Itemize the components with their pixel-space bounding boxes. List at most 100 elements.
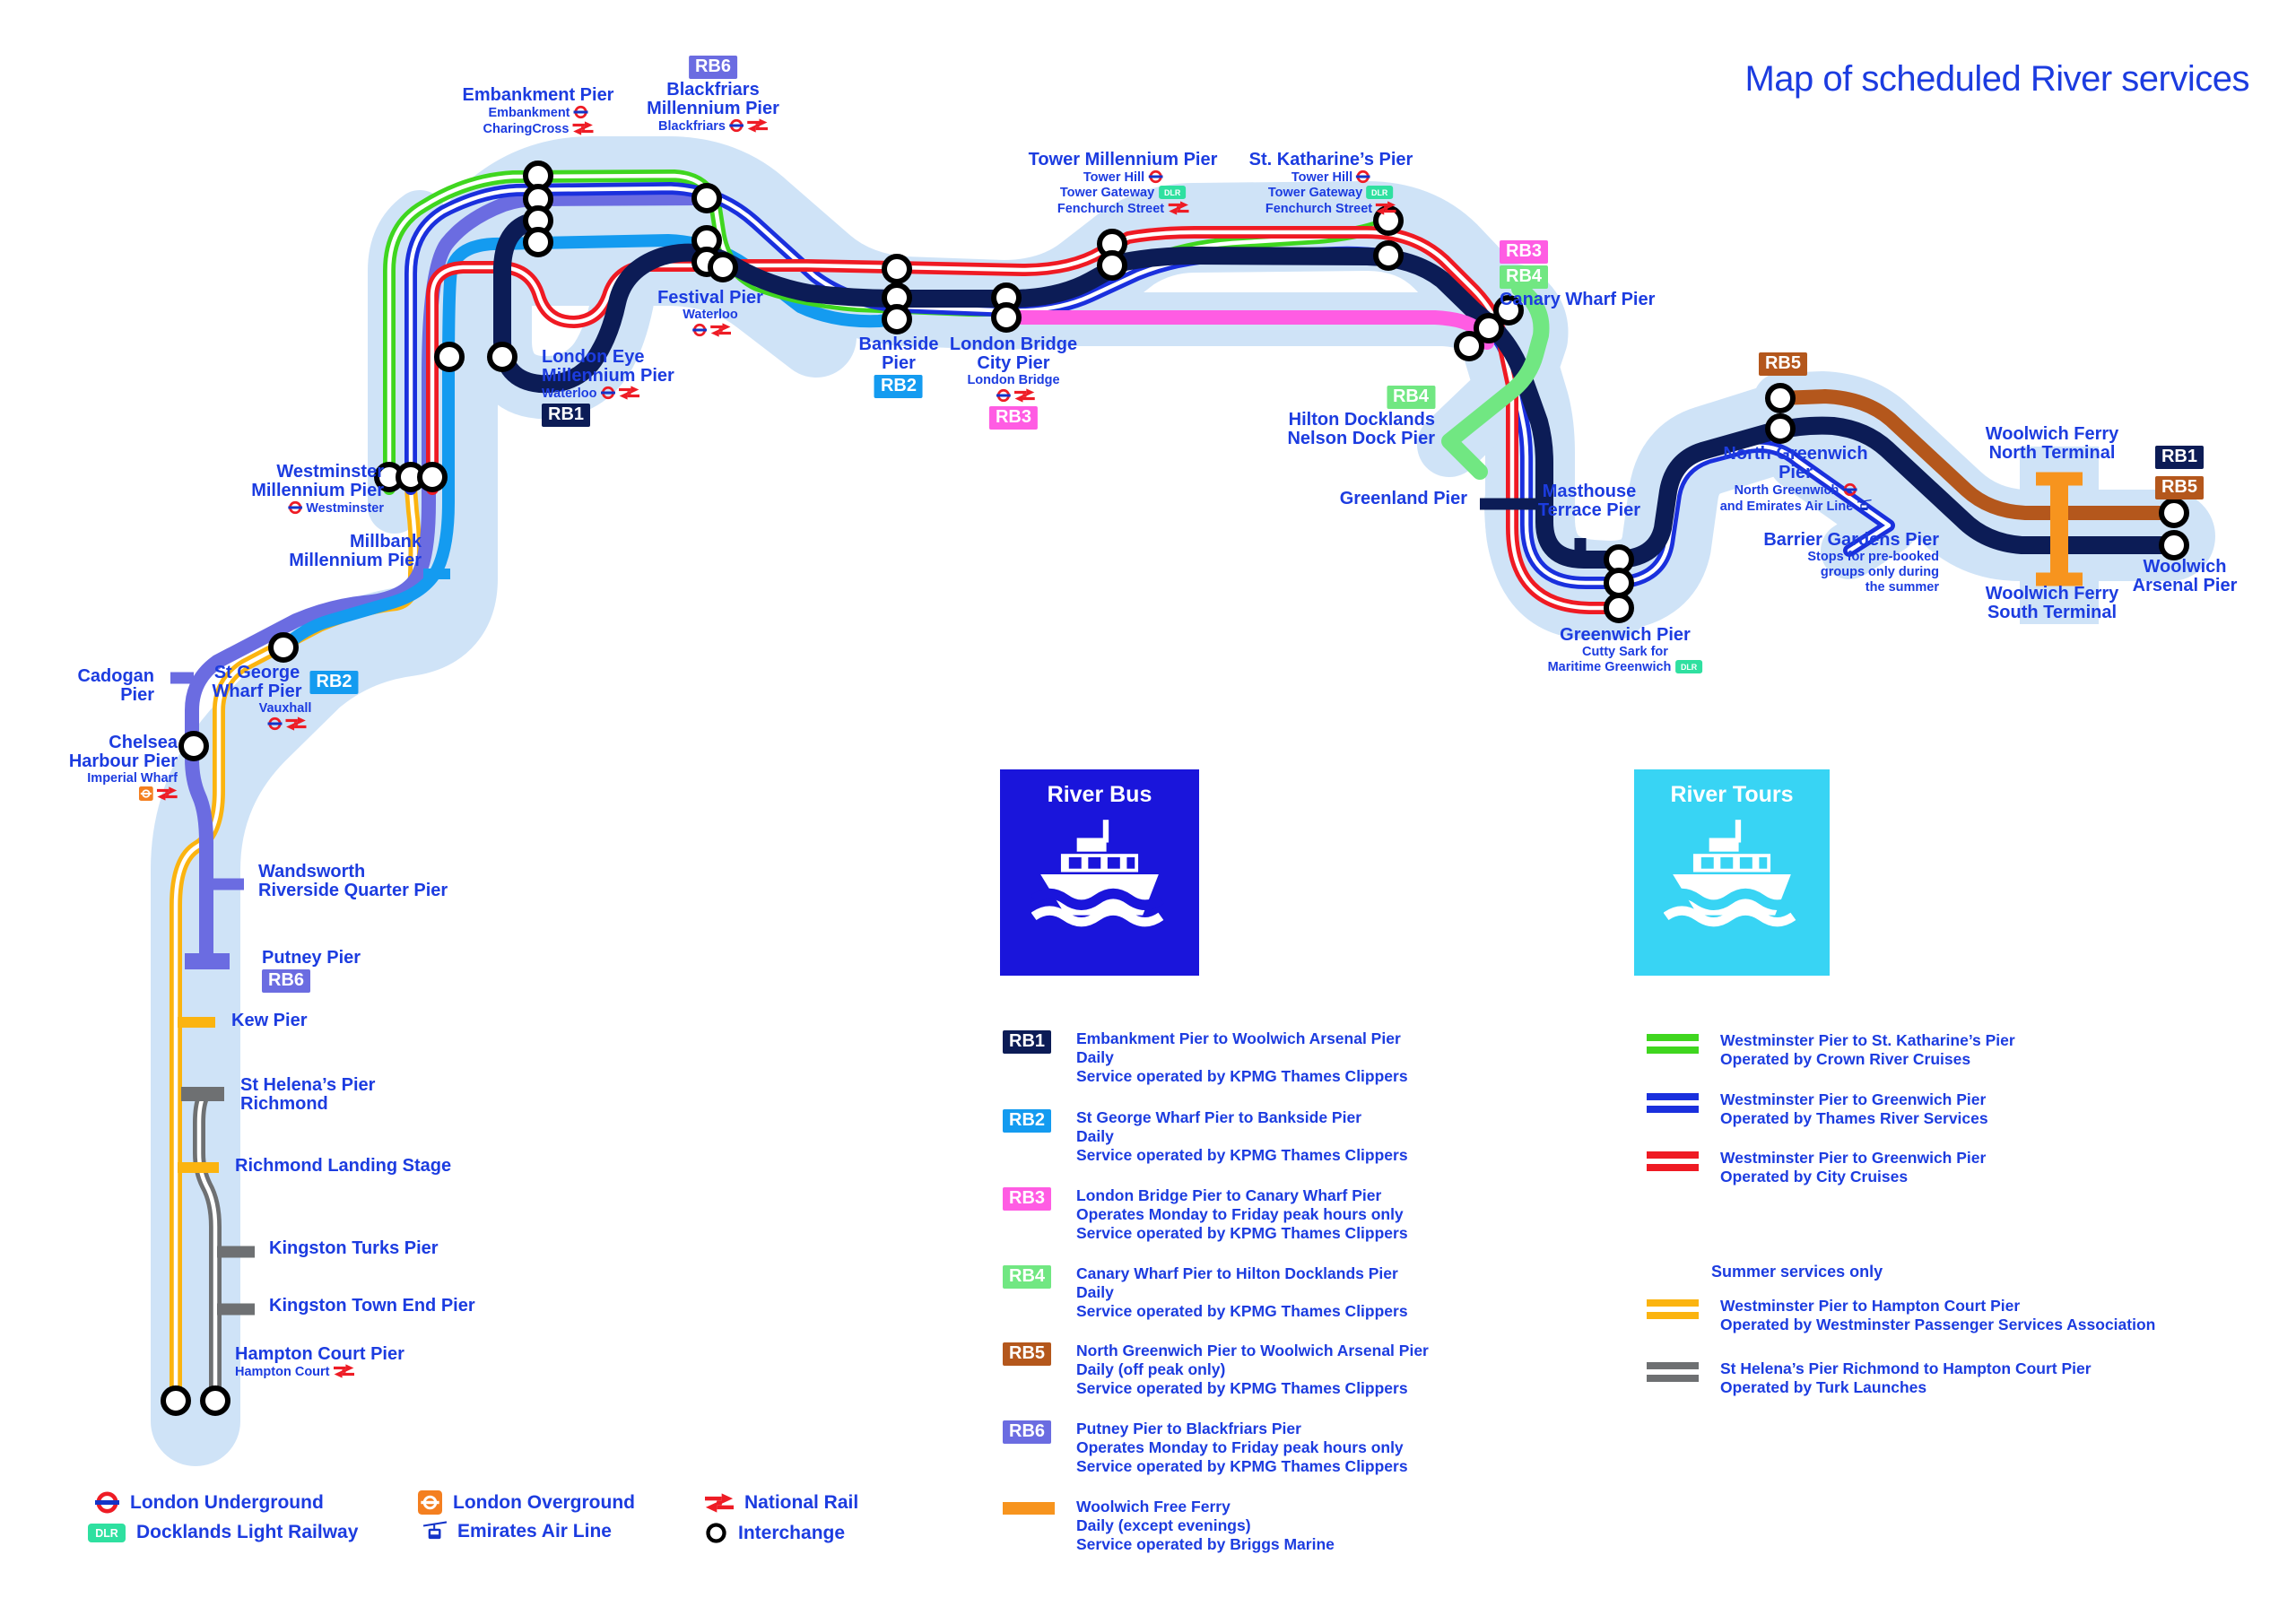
connection-text: Tower Gateway (1059, 186, 1155, 200)
legend-line: London Bridge Pier to Canary Wharf Pier (1076, 1186, 1382, 1204)
legend-label: Docklands Light Railway (136, 1522, 359, 1542)
pier-name: St. Katharine’s Pier (1249, 151, 1413, 169)
legend-line: Daily (1076, 1127, 1114, 1145)
lu-icon (601, 386, 615, 400)
connection-text: Fenchurch Street (1057, 202, 1165, 216)
legend-line: Operated by Crown River Cruises (1720, 1050, 1971, 1068)
nr-icon (711, 323, 732, 337)
overground-roundel-icon (418, 1490, 442, 1515)
pier-connection: Stops for pre-booked (1763, 550, 1939, 565)
pier-connection: Tower Hill (1249, 169, 1413, 186)
legend-line: Daily (1076, 1283, 1114, 1301)
pier-name-line: Harbour Pier (68, 751, 178, 771)
woolwich-free-ferry (2036, 472, 2083, 586)
pier-connection: CharingCross (463, 121, 614, 137)
lu-icon (574, 105, 588, 119)
page-title: Map of scheduled River services (1744, 59, 2249, 99)
legend-line: North Greenwich Pier to Woolwich Arsenal… (1076, 1342, 1429, 1359)
pier-name-line: Bankside (858, 334, 939, 354)
pier-connection: Cutty Sark for (1548, 645, 1703, 660)
ferry-line-swatch (1003, 1502, 1055, 1515)
route-rb4 (1441, 281, 1550, 480)
pier-name-line: North Terminal (1988, 443, 2116, 463)
pier-name-line: Pier (1779, 463, 1813, 482)
pier-name-line: Millennium Pier (647, 99, 779, 118)
river-tours-panel: River Tours (1634, 769, 1830, 976)
legend-swatch: RB3 (1003, 1186, 1055, 1243)
connection-text: Vauxhall (258, 701, 312, 716)
pier-name: Greenwich Pier (1548, 626, 1703, 645)
legend-line: Service operated by KPMG Thames Clippers (1076, 1067, 1408, 1085)
badge-rb2: RB2 (874, 375, 923, 398)
legend-line: Daily (off peak only) (1076, 1360, 1226, 1378)
legend-swatch (1647, 1297, 1699, 1334)
lu-icon (693, 323, 708, 337)
connection-text: Cutty Sark for (1582, 645, 1668, 659)
legend-label: Interchange (738, 1522, 846, 1543)
eal-icon (1857, 499, 1871, 513)
legend-text: Westminster Pier to St. Katharine’s Pier… (1720, 1031, 2015, 1069)
legend-line: Service operated by KPMG Thames Clippers (1076, 1302, 1408, 1320)
connection-text: Tower Gateway (1267, 186, 1363, 200)
pier-name-line: Woolwich Ferry (1985, 424, 2119, 444)
summer-services-note: Summer services only (1711, 1263, 1883, 1281)
route-rb5 (1773, 389, 2169, 520)
pier-connection: Tower Hill (1029, 169, 1218, 186)
badge-row: RB6 (262, 969, 361, 993)
tour-line-swatch (1647, 1151, 1699, 1171)
tour-line-swatch (1647, 1362, 1699, 1382)
route-rb1 (493, 212, 2170, 569)
badge-rb3: RB3 (1003, 1187, 1052, 1211)
pier-label-kingston-town-end: Kingston Town End Pier (269, 1297, 475, 1316)
pier-name-line: Masthouse (1542, 482, 1637, 501)
river-tours-legend-item: Westminster Pier to St. Katharine’s Pier… (1647, 1031, 2015, 1069)
nr-icon (157, 786, 178, 801)
lu-icon (996, 388, 1010, 403)
connection-text: London Bridge (967, 373, 1060, 387)
pier-label-kew: Kew Pier (231, 1012, 307, 1030)
interchange-circles (161, 161, 2189, 1416)
pier-name-line: Greenland Pier (1339, 489, 1467, 508)
pier-connection: Westminster (251, 500, 384, 517)
legend-swatch: RB2 (1003, 1108, 1055, 1165)
pier-connection: Vauxhall (212, 701, 358, 716)
lu-icon (1842, 482, 1857, 497)
pier-name-line: Barrier Gardens Pier (1763, 530, 1939, 550)
connection-text: Maritime Greenwich (1547, 660, 1672, 674)
lu-icon (729, 118, 744, 133)
legend-swatch (1647, 1149, 1699, 1186)
connection-text: the summer (1865, 580, 1939, 595)
badge-rb6: RB6 (1003, 1420, 1052, 1444)
nr-icon (747, 118, 768, 133)
connection-text: Tower Hill (1291, 170, 1353, 185)
pier-connection: Waterloo (542, 386, 674, 402)
pier-connection: Tower Gateway (1249, 186, 1413, 201)
badge-row: RB3 (950, 406, 1077, 430)
pier-name-line: Millennium Pier (542, 366, 674, 386)
legend-line: Service operated by KPMG Thames Clippers (1076, 1224, 1408, 1242)
badge-row: RB2 (859, 375, 939, 398)
pier-connection (212, 716, 358, 733)
river-tours-legend-item: St Helena’s Pier Richmond to Hampton Cou… (1647, 1359, 2092, 1397)
